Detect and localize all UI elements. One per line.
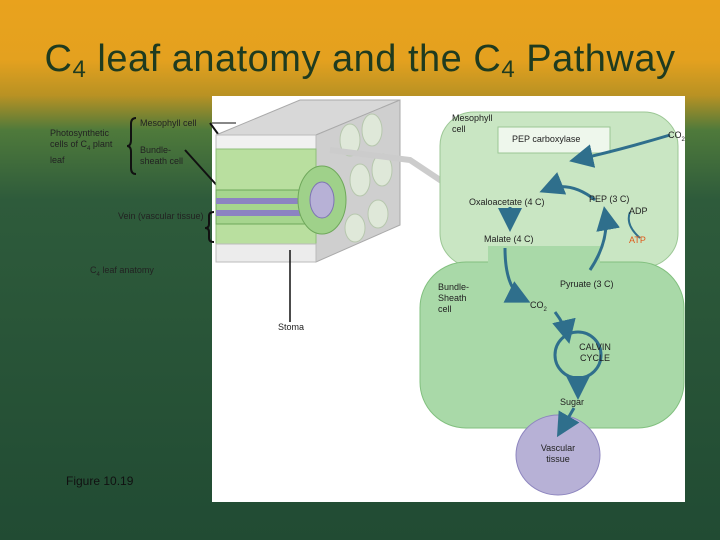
co2-entry-arrow: [569, 133, 671, 168]
pep-carboxylase-label: PEP carboxylase: [512, 134, 581, 144]
vascular-tissue-label: Vascular tissue: [540, 443, 576, 464]
mesophyll-cell-left-label: Mesophyll cell: [140, 118, 197, 128]
oxaloacetate-label: Oxaloacetate (4 C): [469, 197, 545, 207]
mesophyll-cell-right-label: Mesophyll cell: [452, 113, 493, 134]
vein-label: Vein (vascular tissue): [118, 211, 204, 221]
pep-to-oxaloacetate-arrow: [539, 172, 596, 202]
pyruvate-label: Pyruate (3 C): [560, 279, 614, 289]
brace-vein: [204, 211, 215, 243]
atp-adp-arrow: [627, 211, 641, 239]
figure-label: Figure 10.19: [66, 474, 134, 488]
malate-label: Malate (4 C): [484, 234, 534, 244]
pyruvate-to-pep-arrow: [588, 206, 620, 271]
atp-label: ATP: [629, 235, 646, 245]
co2-mid-label: CO2: [530, 300, 547, 313]
co2-top-label: CO2: [668, 130, 685, 143]
brace-photosynthetic: [126, 117, 137, 175]
c4-leaf-anatomy-label: C4 leaf anatomy: [90, 265, 154, 278]
leaf-cross-section: [215, 99, 401, 263]
adp-label: ADP: [629, 206, 648, 216]
bundle-sheath-left-label: Bundle-sheath cell: [140, 145, 184, 166]
bundle-sheath-right-label: Bundle-Sheath cell: [438, 282, 470, 314]
calvin-cycle-label: CALVIN CYCLE: [579, 342, 611, 363]
sugar-label: Sugar: [560, 397, 585, 407]
sugar-to-vascular-arrow: [556, 407, 580, 438]
malate-transport-arrow: [503, 247, 531, 303]
stoma-label: Stoma: [278, 322, 305, 332]
pep-label: PEP (3 C): [589, 194, 630, 204]
photosynthetic-cells-label: Photosynthetic cells of C4 plant leaf: [50, 128, 113, 165]
slide-title: C4 leaf anatomy and the C4 Pathway: [44, 38, 676, 83]
